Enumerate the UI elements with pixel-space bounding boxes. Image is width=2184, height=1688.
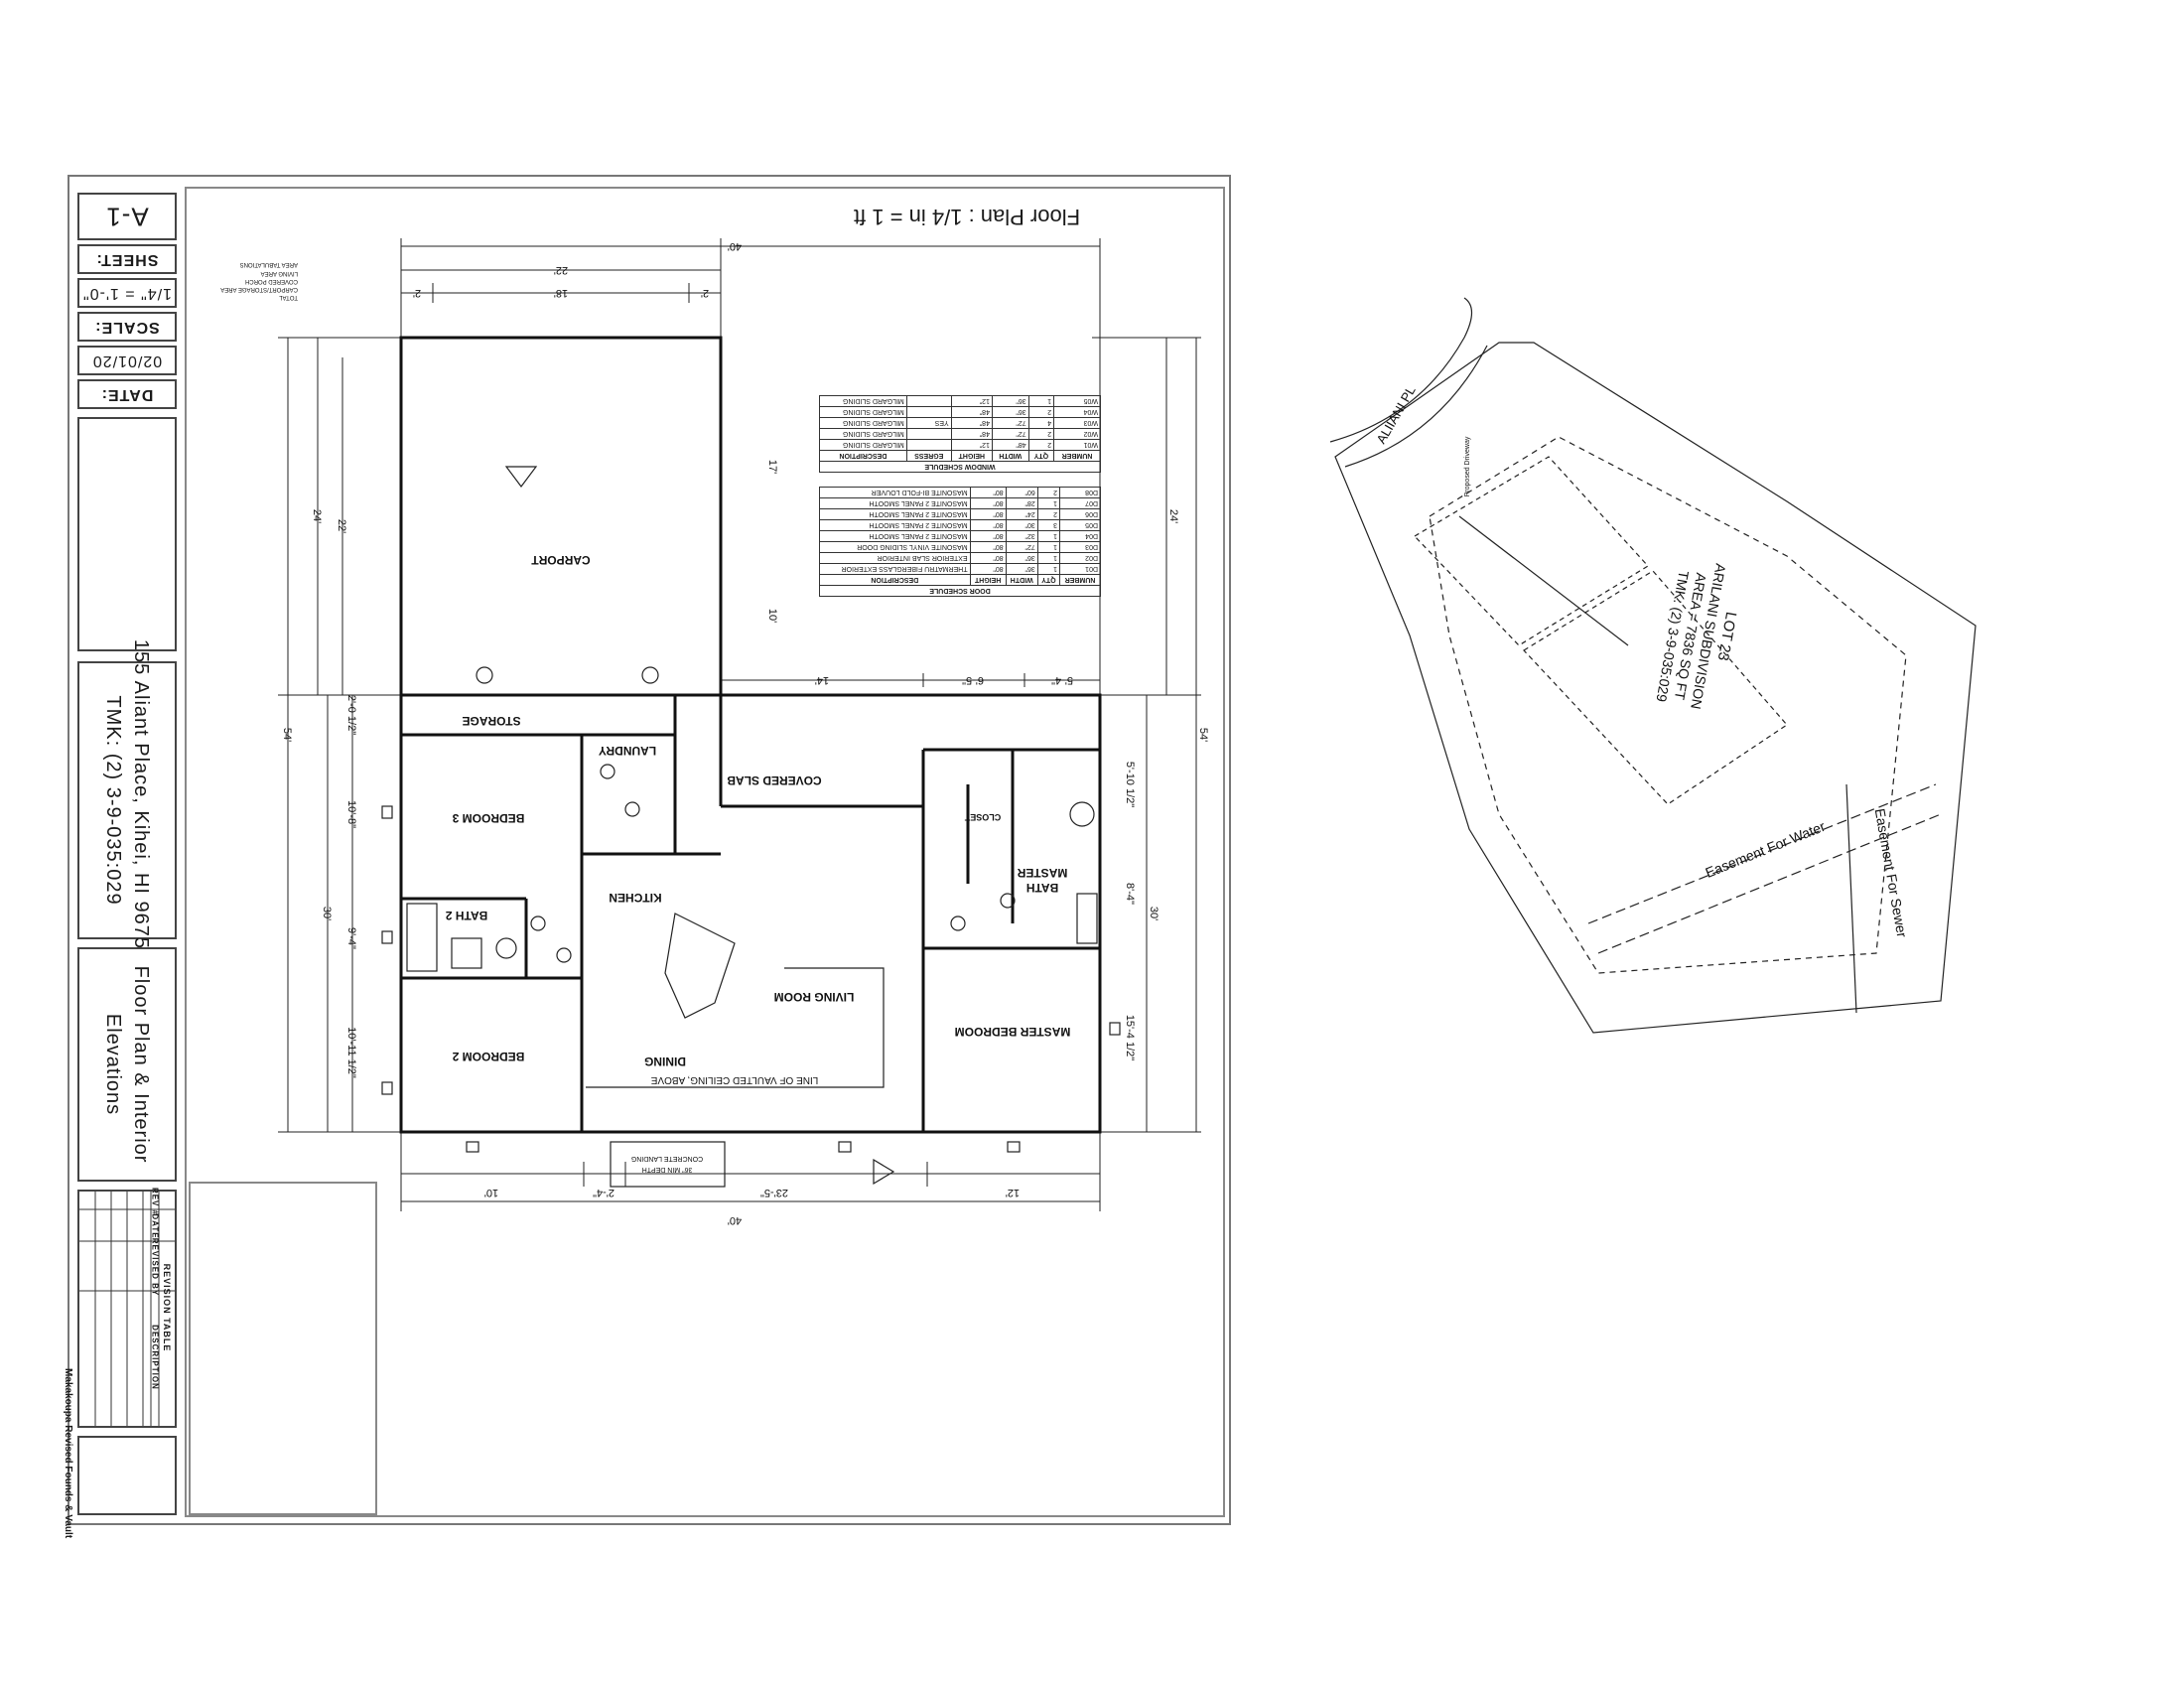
label-vaulted: LINE OF VAULTED CEILING, ABOVE [650, 1074, 818, 1085]
site-driveway: Proposed Driveway [1464, 436, 1471, 496]
svg-text:2'-4": 2'-4" [593, 1187, 614, 1198]
svg-text:10': 10' [766, 609, 778, 623]
site-easement-sewer: Easement For Sewer [1872, 807, 1911, 939]
scale-value-cell: 1/4" = 1'-0" [77, 278, 177, 308]
sheet-label-cell: SHEET: [77, 244, 177, 274]
svg-text:8'-4": 8'-4" [1124, 883, 1136, 905]
label-landing-1: CONCRETE LANDING [631, 1155, 703, 1162]
svg-text:17': 17' [766, 460, 778, 474]
svg-text:15'-4 1/2": 15'-4 1/2" [1124, 1015, 1136, 1060]
label-covered-slab: COVERED SLAB [727, 774, 822, 787]
vaulted-ceiling-line [586, 967, 885, 1088]
date-label-cell: DATE: [77, 379, 177, 409]
svg-text:22': 22' [554, 264, 568, 276]
svg-text:22': 22' [336, 519, 347, 533]
drawing-area [185, 187, 1225, 1517]
site-easement-water: Easement For Water [1703, 818, 1828, 881]
scale-label-cell: SCALE: [77, 312, 177, 342]
svg-text:40': 40' [728, 240, 742, 252]
svg-text:AREA TABULATIONS: AREA TABULATIONS [240, 261, 298, 267]
svg-text:30': 30' [321, 907, 333, 920]
svg-text:40': 40' [728, 1214, 742, 1226]
label-landing-2: 36" MIN DEPTH [642, 1166, 693, 1173]
easement-sewer-line [1845, 783, 1857, 1014]
setback-line [1429, 436, 1907, 974]
revision-grid [79, 1192, 175, 1426]
svg-text:5'-10 1/2": 5'-10 1/2" [1124, 762, 1136, 807]
section-marker-bottom [873, 1158, 895, 1186]
lot-boundary [1334, 342, 1977, 1034]
svg-text:54': 54' [1197, 728, 1209, 742]
carport-footprint [1414, 456, 1649, 646]
revision-table: REVISION TABLE REV # DATE REVISED BY DES… [77, 1188, 177, 1428]
label-carport: CARPORT [531, 553, 591, 567]
svg-text:6'-5": 6'-5" [962, 674, 984, 686]
svg-text:2': 2' [701, 287, 709, 299]
svg-text:COVERED PORCH: COVERED PORCH [245, 278, 298, 284]
svg-text:5'-4": 5'-4" [1051, 674, 1073, 686]
house-outline [399, 693, 1102, 1134]
drawing-title-cell: Floor Plan & Interior Elevations [77, 947, 177, 1182]
svg-text:24': 24' [311, 509, 323, 523]
svg-text:10'-8": 10'-8" [345, 800, 357, 828]
label-bedroom3: BEDROOM 3 [452, 811, 524, 825]
label-bath2: BATH 2 [445, 909, 487, 922]
house-footprint [1523, 570, 1788, 805]
empty-panel [189, 1182, 377, 1515]
drawing-sheet [68, 175, 1231, 1525]
concrete-landing [610, 1141, 726, 1188]
svg-text:54': 54' [281, 728, 293, 742]
label-closet: CLOSET [964, 812, 1001, 822]
address-cell: 155 Aliant Place, Kihei, HI 96753 TMK: (… [77, 639, 177, 961]
label-storage: STORAGE [462, 714, 520, 728]
svg-text:2'-0 1/2": 2'-0 1/2" [345, 695, 357, 735]
svg-text:18': 18' [554, 287, 568, 299]
svg-text:12': 12' [1006, 1187, 1020, 1198]
svg-text:TOTAL: TOTAL [279, 294, 298, 300]
label-master-bedroom: MASTER BEDROOM [955, 1025, 1071, 1039]
label-bedroom2: BEDROOM 2 [452, 1050, 524, 1063]
label-kitchen: KITCHEN [609, 891, 661, 905]
svg-text:24': 24' [1167, 509, 1179, 523]
label-master-bath-2: BATH [1026, 881, 1058, 895]
svg-text:LIVING AREA: LIVING AREA [261, 270, 298, 276]
svg-text:23'-5": 23'-5" [760, 1187, 788, 1198]
svg-text:CARPORT/STORAGE AREA: CARPORT/STORAGE AREA [220, 286, 298, 292]
label-laundry: LAUNDRY [599, 744, 656, 758]
street-curve [1329, 297, 1473, 443]
svg-text:30': 30' [1148, 907, 1160, 920]
blank-cell [77, 417, 177, 651]
section-marker-carport [504, 466, 538, 488]
date-value-cell: 02/01/20 [77, 346, 177, 375]
svg-text:2': 2' [413, 287, 421, 299]
label-master-bath-1: MASTER [1017, 866, 1067, 880]
label-dining: DINING [644, 1055, 686, 1068]
easement-water-line [1587, 783, 1937, 924]
svg-text:9'-4": 9'-4" [345, 927, 357, 949]
stamp-cell [77, 1436, 177, 1515]
title-block: A-1 SHEET: 1/4" = 1'-0" SCALE: 02/01/20 … [77, 189, 177, 1519]
site-street: ALIIANI PL [1374, 383, 1419, 446]
svg-text:14': 14' [815, 674, 829, 686]
svg-text:10': 10' [484, 1187, 498, 1198]
sheet-number-cell: A-1 [77, 193, 177, 240]
kitchen-island [664, 913, 736, 1019]
label-living-room: LIVING ROOM [774, 990, 855, 1004]
svg-text:10'-11 1/2": 10'-11 1/2" [345, 1027, 357, 1078]
